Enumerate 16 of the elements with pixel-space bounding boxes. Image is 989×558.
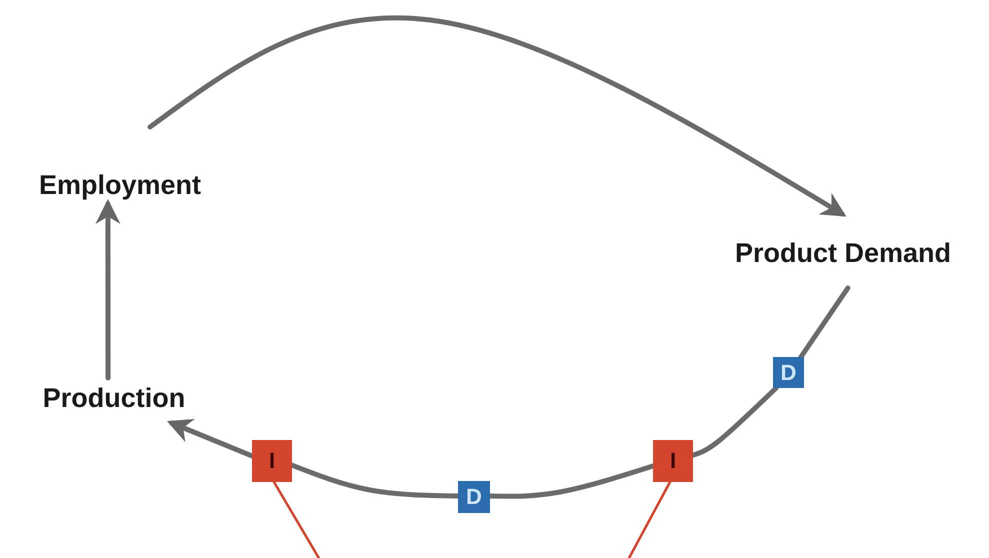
node-label: Employment [38, 170, 202, 200]
marker-letter: D [466, 484, 482, 510]
delay-marker [773, 357, 804, 388]
arrow [148, 15, 846, 217]
node-label: Product Demand [734, 238, 952, 268]
node-label: Production [42, 382, 186, 414]
marker-letter: I [670, 448, 676, 474]
intervention-marker [653, 440, 693, 482]
leader-line [626, 480, 672, 558]
leader-line [272, 480, 322, 558]
arrow [95, 199, 120, 380]
marker-letter: I [268, 448, 276, 474]
intervention-marker [252, 440, 292, 482]
arrow [166, 419, 254, 458]
marker-letter: D [780, 360, 796, 386]
delay-marker [458, 481, 490, 513]
